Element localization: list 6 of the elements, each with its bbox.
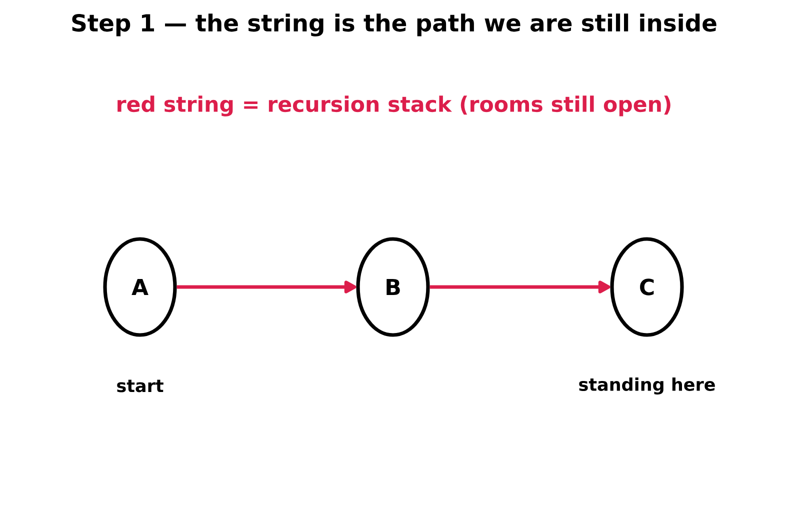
node-caption: standing here [579, 377, 715, 395]
subtitle: red string = recursion stack (rooms still open) [118, 96, 670, 116]
arrow [430, 280, 610, 294]
node-caption: start [117, 380, 164, 392]
title: Step 1 — the string is the path we are still inside [72, 14, 716, 36]
arrow [176, 280, 356, 294]
